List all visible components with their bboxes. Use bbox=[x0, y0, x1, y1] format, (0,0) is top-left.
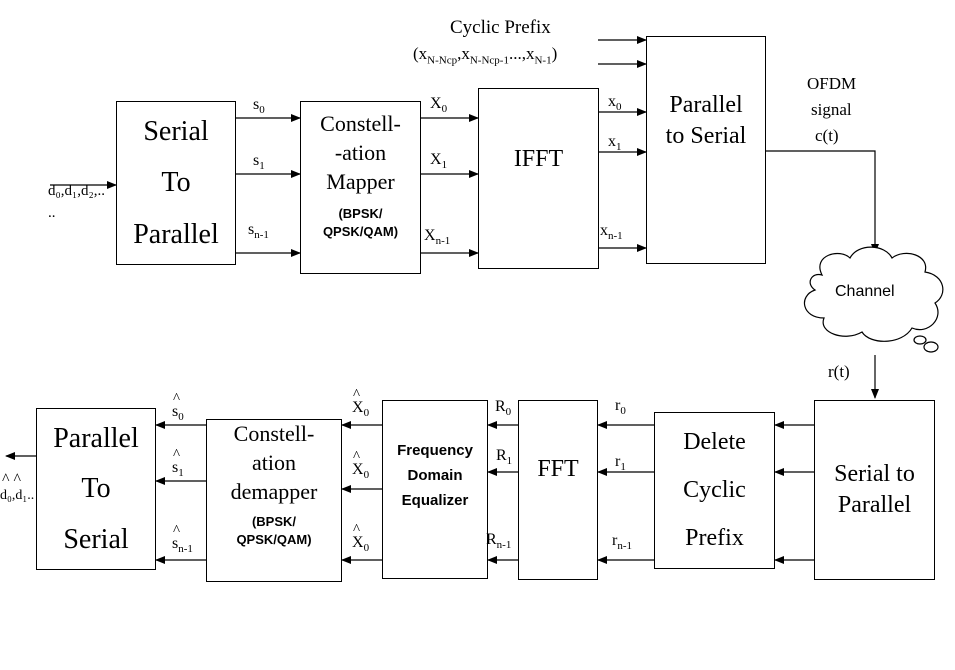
block-label-line: Parallel bbox=[669, 92, 743, 118]
frequency-domain-equalizer-block: Frequency Domain Equalizer bbox=[382, 400, 488, 579]
received-signal-label: r(t) bbox=[828, 362, 850, 381]
x0-label: x0 bbox=[608, 93, 622, 114]
Xn-1-label: Xn-1 bbox=[424, 227, 451, 248]
X0-label: X0 bbox=[430, 95, 448, 116]
ofdm-signal-label-line: c(t) bbox=[815, 126, 839, 145]
X0-hat-label: X0 bbox=[352, 523, 369, 554]
R0-label: R0 bbox=[495, 398, 512, 419]
cyclic-prefix-samples: (xN-Ncp,xN-Ncp-1...,xN-1) bbox=[413, 44, 558, 67]
X0-hat-label: X0 bbox=[352, 388, 369, 419]
r0-label: r0 bbox=[615, 397, 626, 418]
cyclic-prefix-label: Cyclic Prefix bbox=[450, 17, 551, 38]
constellation-mapper-block: Constell- -ation Mapper (BPSK/ QPSK/QAM) bbox=[300, 101, 421, 274]
r1-label: r1 bbox=[615, 453, 626, 474]
block-label-line: Mapper bbox=[326, 169, 395, 195]
ofdm-signal-label-line: OFDM bbox=[807, 74, 857, 93]
block-label-line: Equalizer bbox=[401, 491, 469, 509]
block-label-line: Constell- bbox=[233, 421, 315, 446]
block-label-line: -ation bbox=[334, 140, 387, 166]
constellation-demapper-block: Constell- ation demapper (BPSK/ QPSK/QAM… bbox=[206, 419, 342, 582]
sn-1-label: sn-1 bbox=[248, 221, 269, 242]
xn-1-label: xn-1 bbox=[600, 222, 623, 243]
block-label-line: to Serial bbox=[665, 123, 747, 150]
fft-block: FFT bbox=[518, 400, 598, 580]
rn-1-label: rn-1 bbox=[612, 532, 632, 553]
mapper-modulation-line: (BPSK/ bbox=[338, 206, 383, 222]
Rn-1-label: Rn-1 bbox=[486, 531, 512, 552]
ifft-label: IFFT bbox=[513, 146, 564, 172]
block-label-line: ation bbox=[252, 450, 296, 476]
ifft-block: IFFT bbox=[478, 88, 599, 269]
input-data-label: d₀,d₁,d₂,.. bbox=[48, 183, 105, 199]
block-label-line: Constell- bbox=[320, 111, 401, 136]
channel-cloud bbox=[803, 246, 944, 353]
delete-cyclic-prefix-block: Delete Cyclic Prefix bbox=[654, 412, 775, 569]
rx-serial-to-parallel-block: Serial to Parallel bbox=[814, 400, 935, 580]
block-label-line: Serial bbox=[63, 523, 129, 555]
block-label-line: Serial bbox=[143, 115, 209, 147]
s1-hat-label: s1 bbox=[172, 448, 184, 479]
demapper-modulation-line: QPSK/QAM) bbox=[236, 531, 312, 547]
X1-label: X1 bbox=[430, 151, 448, 172]
fft-label: FFT bbox=[537, 456, 579, 482]
input-data-label-cont: .. bbox=[48, 205, 56, 221]
channel-label: Channel bbox=[835, 283, 895, 300]
s1-label: s1 bbox=[253, 152, 265, 173]
block-label-line: Parallel bbox=[53, 422, 139, 454]
output-data-hats: ^ ^ bbox=[2, 471, 22, 488]
block-label-line: Prefix bbox=[685, 524, 744, 551]
R1-label: R1 bbox=[496, 447, 513, 468]
block-label-line: Serial to bbox=[834, 460, 915, 487]
sn-1-hat-label: sn-1 bbox=[172, 524, 193, 555]
s0-hat-label: s0 bbox=[172, 392, 184, 423]
block-label-line: demapper bbox=[230, 479, 318, 505]
block-label-line: Cyclic bbox=[683, 476, 746, 503]
block-label-line: Delete bbox=[683, 429, 746, 456]
block-label-line: To bbox=[161, 167, 191, 199]
block-label-line: To bbox=[81, 473, 111, 505]
serial-to-parallel-block: Serial To Parallel bbox=[116, 101, 236, 265]
mapper-modulation-line: QPSK/QAM) bbox=[322, 223, 399, 239]
block-label-line: Domain bbox=[407, 466, 463, 484]
parallel-to-serial-block: Parallel to Serial bbox=[646, 36, 766, 264]
x1-label: x1 bbox=[608, 133, 622, 154]
block-label-line: Parallel bbox=[133, 218, 219, 250]
s0-label: s0 bbox=[253, 96, 265, 117]
block-label-line: Frequency bbox=[397, 442, 473, 459]
ofdm-signal-label-line: signal bbox=[811, 100, 852, 119]
output-data-label: d₀,d₁.. bbox=[0, 488, 35, 503]
block-label-line: Parallel bbox=[837, 492, 912, 518]
demapper-modulation-line: (BPSK/ bbox=[251, 514, 297, 530]
rx-parallel-to-serial-block: Parallel To Serial bbox=[36, 408, 156, 570]
X0-hat-label: X0 bbox=[352, 450, 369, 481]
